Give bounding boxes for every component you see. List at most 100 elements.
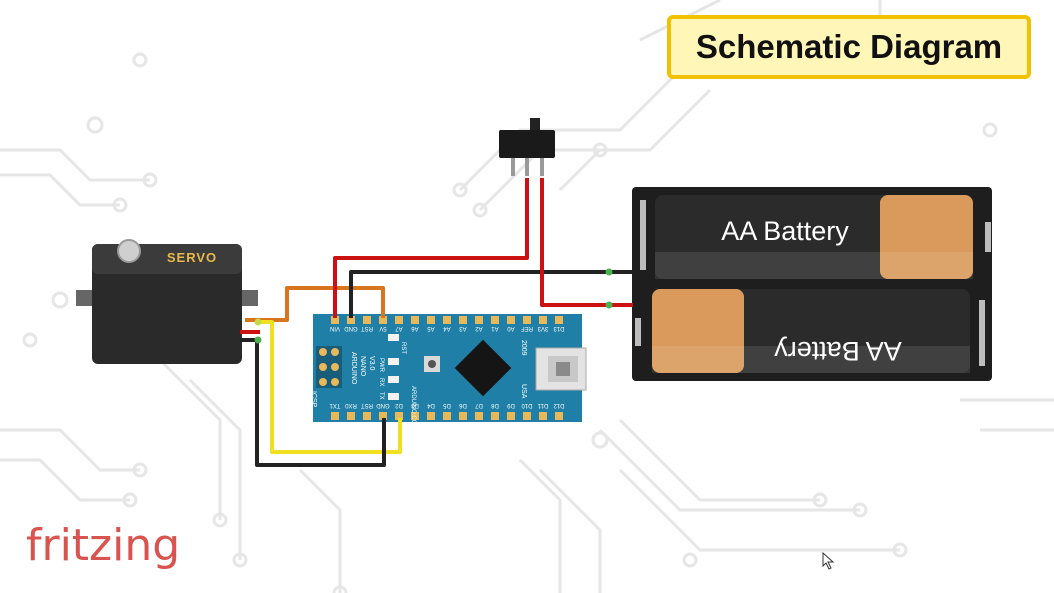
pin-label: D2 [395, 402, 403, 408]
header-pin [347, 316, 355, 324]
switch-pin-1 [511, 158, 515, 176]
usb-port-inner [556, 362, 570, 376]
battery-cell-1-cap [880, 195, 973, 279]
top-pin-header [331, 316, 563, 324]
icsp-header [316, 346, 342, 388]
led-tx [388, 393, 399, 400]
wire-5v-orange [245, 286, 385, 322]
wire-vin-red [333, 178, 529, 318]
reset-button-cap [428, 360, 436, 368]
board-site: ARDUINO.CC [410, 386, 416, 425]
battery-contact-2 [635, 318, 641, 346]
pin-label: A6 [411, 325, 419, 331]
pin-label: D12 [553, 402, 565, 408]
icsp-pin [331, 363, 339, 371]
header-pin [539, 412, 547, 420]
pin-label: A2 [475, 325, 483, 331]
header-pin [507, 412, 515, 420]
header-pin [555, 412, 563, 420]
header-pin [347, 412, 355, 420]
board-year: 2009 [520, 340, 527, 356]
board-variant: NANO [359, 356, 366, 377]
pin-label: REF [521, 325, 533, 331]
icsp-label: ICSP [310, 391, 317, 408]
wire-gnd-black-battery [349, 270, 633, 318]
led-rx-label: RX [378, 378, 384, 386]
battery-cell-1-label: AA Battery [721, 216, 849, 246]
icsp-pin [319, 348, 327, 356]
wire-signal-yellow [258, 320, 402, 454]
header-pin [443, 412, 451, 420]
pin-label: D9 [507, 402, 515, 408]
header-pin [331, 316, 339, 324]
battery-cell-2-cap [652, 289, 744, 373]
header-pin [379, 316, 387, 324]
battery-holder: AA Battery AA Battery [632, 187, 992, 381]
switch-slider [530, 118, 540, 132]
page-title: Schematic Diagram [667, 15, 1031, 79]
pin-label: A5 [427, 325, 435, 331]
pin-label: GND [376, 402, 390, 408]
pin-label: D5 [443, 402, 451, 408]
pin-label: D11 [537, 402, 548, 408]
wire-tip [254, 318, 262, 326]
header-pin [523, 412, 531, 420]
header-pin [491, 412, 499, 420]
pin-label: 5V [379, 325, 386, 331]
icsp-pin [331, 348, 339, 356]
header-pin [411, 412, 419, 420]
header-pin [331, 412, 339, 420]
header-pin [475, 412, 483, 420]
pin-label: GND [344, 325, 358, 331]
led-pwr-label: PWR [378, 358, 384, 373]
pin-label: D8 [491, 402, 499, 408]
pin-label: D3 [411, 402, 419, 408]
wire-switch-battery-red [540, 178, 633, 307]
header-pin [395, 316, 403, 324]
header-pin [555, 316, 563, 324]
header-pin [363, 316, 371, 324]
header-pin [395, 412, 403, 420]
battery-spring-1 [640, 200, 646, 270]
header-pin [491, 316, 499, 324]
pin-label: D4 [427, 402, 435, 408]
servo-label: SERVO [167, 250, 217, 265]
pin-label: A7 [395, 325, 403, 331]
header-pin [475, 316, 483, 324]
header-pin [507, 316, 515, 324]
header-pin [363, 412, 371, 420]
pin-label: A3 [459, 325, 467, 331]
wire-gnd-black-servo [240, 338, 386, 467]
wire-tip [254, 336, 262, 344]
led-l [388, 334, 399, 341]
pin-label: RST [361, 325, 373, 331]
pin-label: D10 [521, 402, 533, 408]
pin-label: VIN [330, 325, 340, 331]
pin-label: A4 [443, 325, 451, 331]
wire-tip [605, 268, 613, 276]
board-country: USA [520, 384, 527, 399]
icsp-pin [319, 363, 327, 371]
wires [240, 178, 633, 467]
pin-label: A0 [507, 325, 515, 331]
header-pin [443, 316, 451, 324]
servo-mount-right [238, 290, 258, 306]
header-pin [427, 412, 435, 420]
mouse-pointer-icon [822, 552, 835, 570]
battery-contact-1 [985, 222, 991, 252]
pin-label: D7 [475, 402, 483, 408]
bottom-pin-header [331, 412, 563, 420]
led-tx-label: TX [378, 392, 384, 400]
battery-cell-2-shine [652, 346, 970, 373]
battery-cell-1-shine [655, 252, 973, 279]
header-pin [427, 316, 435, 324]
header-pin [523, 316, 531, 324]
header-pin [411, 316, 419, 324]
battery-spring-2 [979, 300, 985, 366]
battery-cell-2-label: AA Battery [774, 336, 902, 366]
switch-pin-3 [540, 158, 544, 176]
servo-horn [117, 239, 141, 263]
